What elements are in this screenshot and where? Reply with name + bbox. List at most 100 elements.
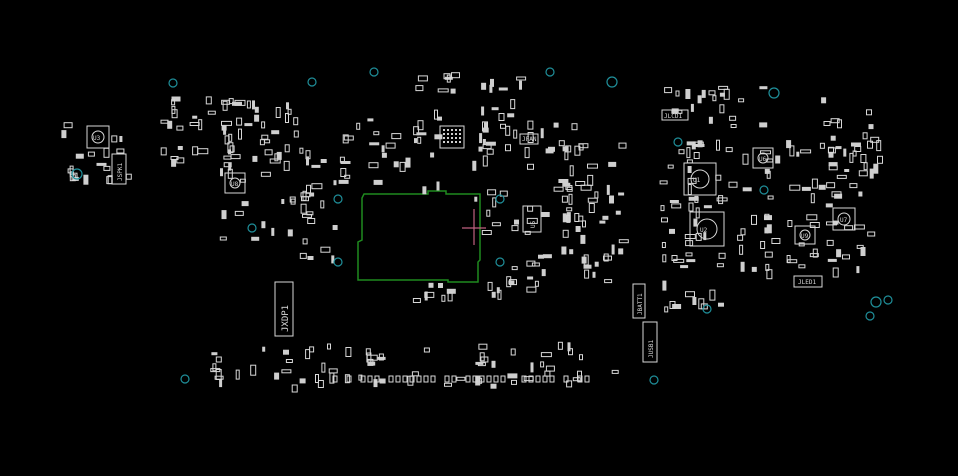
smd-component (685, 252, 693, 257)
smd-component (423, 347, 430, 353)
smd-component (212, 363, 217, 372)
via-hole (495, 194, 505, 204)
smd-component (276, 151, 282, 160)
smd-component (451, 375, 457, 383)
smd-component (860, 154, 867, 163)
smd-component (486, 148, 494, 155)
smd-component (686, 141, 696, 146)
smd-component (356, 122, 361, 130)
smd-component (215, 356, 222, 363)
smd-component (171, 99, 176, 106)
smd-component (447, 292, 453, 302)
smd-component (856, 244, 864, 249)
smd-component (239, 178, 246, 183)
smd-component (849, 183, 858, 189)
smd-component (685, 291, 695, 298)
via-hole (495, 257, 505, 267)
connector-jxdp1: JXDP1 (274, 281, 294, 337)
via-hole (247, 223, 257, 233)
smd-component (575, 181, 586, 186)
smd-component (508, 280, 515, 285)
smd-component (867, 231, 876, 237)
smd-component (661, 242, 666, 248)
smd-component (509, 279, 517, 286)
smd-component (618, 142, 627, 149)
smd-component (472, 375, 478, 383)
via-hole (71, 168, 83, 180)
smd-component (300, 203, 307, 214)
smd-component (481, 106, 485, 116)
smd-component (540, 128, 544, 139)
smd-component (423, 375, 429, 383)
smd-component (798, 264, 806, 269)
smd-component (844, 225, 854, 231)
smd-component (806, 214, 818, 221)
smd-component (381, 145, 385, 153)
smd-component (709, 289, 716, 301)
smd-component (422, 186, 427, 195)
smd-component (498, 113, 505, 121)
smd-component (870, 136, 880, 143)
smd-component (564, 151, 569, 161)
smd-component (599, 220, 606, 224)
u1-label: U1 (693, 177, 701, 184)
smd-component (671, 108, 679, 114)
smd-component (198, 119, 203, 131)
smd-component (275, 107, 281, 118)
smd-component (527, 120, 534, 130)
smd-component (673, 258, 685, 263)
smd-component (437, 88, 449, 93)
small-components (61, 72, 883, 393)
u3-label: U3 (93, 135, 101, 142)
smd-component (210, 368, 221, 373)
smd-component (759, 122, 768, 128)
smd-component (417, 120, 424, 131)
smd-component (475, 361, 484, 365)
via-hole (307, 77, 317, 87)
smd-component (381, 152, 387, 158)
smd-component (284, 144, 290, 153)
smd-component (686, 147, 691, 159)
smd-component (540, 212, 550, 217)
smd-component (703, 232, 707, 241)
smd-component (71, 172, 78, 181)
smd-component (789, 184, 801, 191)
smd-component (333, 180, 337, 186)
smd-component (511, 266, 518, 271)
smd-component (584, 269, 590, 279)
smd-component (446, 74, 451, 83)
smd-component (171, 96, 181, 102)
smd-component (436, 181, 440, 191)
smd-component (107, 175, 113, 185)
smd-component (540, 352, 552, 358)
smd-component (826, 182, 836, 189)
smd-component (293, 130, 299, 138)
smd-component (215, 369, 222, 380)
smd-component (842, 254, 850, 260)
smd-component (475, 375, 481, 386)
via-hole (883, 295, 893, 305)
smd-component (205, 96, 212, 105)
smd-component (417, 75, 428, 82)
via-hole (865, 311, 875, 321)
smd-component (478, 343, 488, 350)
smd-component (730, 124, 737, 128)
smd-component (111, 135, 118, 143)
smd-component (417, 136, 422, 144)
smd-component (574, 213, 580, 222)
smd-component (740, 228, 746, 236)
smd-component (775, 155, 781, 164)
smd-component (505, 144, 511, 152)
smd-component (482, 155, 488, 167)
smd-component (669, 228, 675, 234)
smd-component (528, 375, 534, 383)
smd-component (693, 152, 700, 159)
smd-component (549, 375, 555, 383)
smd-component (527, 132, 534, 143)
smd-component (548, 146, 555, 152)
smd-component (568, 348, 573, 356)
smd-component (661, 217, 668, 223)
smd-component (766, 224, 772, 234)
smd-component (416, 132, 427, 136)
smd-component (583, 264, 592, 269)
